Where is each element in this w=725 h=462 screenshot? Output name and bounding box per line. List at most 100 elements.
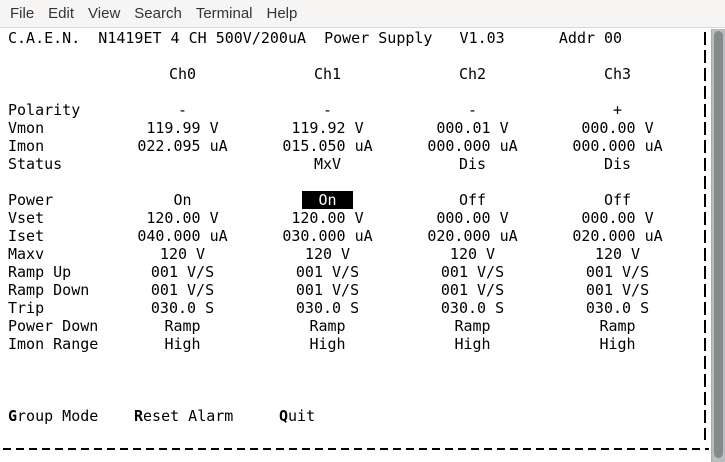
trip-ch0[interactable]: 030.0 S — [150, 299, 215, 317]
status-ch1: MxV — [313, 155, 342, 173]
imon-range-ch2[interactable]: High — [454, 335, 491, 353]
maxv-ch2[interactable]: 120 V — [449, 245, 496, 263]
menu-bar: File Edit View Search Terminal Help — [0, 0, 725, 28]
iset-ch3[interactable]: 020.000 uA — [572, 227, 663, 245]
row-label: Vmon — [8, 119, 45, 137]
command-quit[interactable]: Quit — [279, 407, 316, 425]
menu-search[interactable]: Search — [134, 5, 182, 22]
scrollbar-track[interactable] — [711, 29, 725, 462]
ramp-down-ch0[interactable]: 001 V/S — [150, 281, 215, 299]
power-down-ch2[interactable]: Ramp — [454, 317, 491, 335]
horizontal-dashed-line — [3, 448, 709, 450]
vmon-ch1: 119.92 V — [291, 119, 364, 137]
table-row-vset: Vset 120.00 V 120.00 V 000.00 V 000.00 V — [0, 209, 725, 227]
power-down-ch3[interactable]: Ramp — [599, 317, 636, 335]
maxv-ch0[interactable]: 120 V — [159, 245, 206, 263]
power-down-ch1[interactable]: Ramp — [309, 317, 346, 335]
menu-terminal[interactable]: Terminal — [195, 5, 253, 22]
trip-ch3[interactable]: 030.0 S — [585, 299, 650, 317]
ramp-up-ch3[interactable]: 001 V/S — [585, 263, 650, 281]
menu-help[interactable]: Help — [266, 5, 298, 22]
table-row-status: Status MxV Dis Dis — [0, 155, 725, 173]
status-ch2: Dis — [458, 155, 487, 173]
hotkey: R — [134, 407, 144, 425]
menu-edit[interactable]: Edit — [48, 5, 75, 22]
header-ch2: Ch2 — [458, 65, 487, 83]
hotkey: G — [8, 407, 18, 425]
imon-ch0: 022.095 uA — [137, 137, 228, 155]
polarity-ch1: - — [322, 101, 333, 119]
header-ch3: Ch3 — [603, 65, 632, 83]
scrollbar-thumb[interactable] — [714, 31, 723, 458]
table-row-ramp-down: Ramp Down 001 V/S 001 V/S 001 V/S 001 V/… — [0, 281, 725, 299]
table-row-ramp-up: Ramp Up 001 V/S 001 V/S 001 V/S 001 V/S — [0, 263, 725, 281]
power-down-ch0[interactable]: Ramp — [164, 317, 201, 335]
vertical-dashed-border — [704, 32, 706, 440]
maxv-ch1[interactable]: 120 V — [304, 245, 351, 263]
row-label: Ramp Down — [8, 281, 90, 299]
power-ch0[interactable]: On — [173, 191, 192, 209]
ramp-down-ch1[interactable]: 001 V/S — [295, 281, 360, 299]
menu-file[interactable]: File — [10, 5, 35, 22]
imon-ch1: 015.050 uA — [282, 137, 373, 155]
vset-ch2[interactable]: 000.00 V — [436, 209, 509, 227]
trip-ch2[interactable]: 030.0 S — [440, 299, 505, 317]
table-row-power-down: Power Down Ramp Ramp Ramp Ramp — [0, 317, 725, 335]
row-label: Power — [8, 191, 54, 209]
table-row-iset: Iset 040.000 uA 030.000 uA 020.000 uA 02… — [0, 227, 725, 245]
table-row-trip: Trip 030.0 S 030.0 S 030.0 S 030.0 S — [0, 299, 725, 317]
header-ch1: Ch1 — [313, 65, 342, 83]
vmon-ch0: 119.99 V — [146, 119, 219, 137]
power-ch1[interactable]: On — [255, 191, 400, 209]
header-ch0: Ch0 — [168, 65, 197, 83]
imon-range-ch3[interactable]: High — [599, 335, 636, 353]
row-label: Imon Range — [8, 335, 99, 353]
polarity-ch0: - — [177, 101, 188, 119]
ramp-down-ch2[interactable]: 001 V/S — [440, 281, 505, 299]
ramp-up-ch0[interactable]: 001 V/S — [150, 263, 215, 281]
table-row-power: Power On On Off Off — [0, 191, 725, 209]
row-label: Maxv — [8, 245, 45, 263]
status-ch0 — [110, 155, 255, 173]
terminal-screen: C.A.E.N. N1419ET 4 CH 500V/200uA Power S… — [0, 29, 725, 462]
cursor-highlight[interactable]: On — [302, 191, 353, 209]
polarity-ch2: - — [467, 101, 478, 119]
table-row-vmon: Vmon 119.99 V 119.92 V 000.01 V 000.00 V — [0, 119, 725, 137]
vset-ch3[interactable]: 000.00 V — [581, 209, 654, 227]
table-row-imon: Imon 022.095 uA 015.050 uA 000.000 uA 00… — [0, 137, 725, 155]
command-reset-alarm[interactable]: Reset Alarm — [134, 407, 234, 425]
separator-row — [0, 448, 725, 462]
vmon-ch3: 000.00 V — [581, 119, 654, 137]
maxv-ch3[interactable]: 120 V — [594, 245, 641, 263]
row-label: Polarity — [8, 101, 81, 119]
row-label: Ramp Up — [8, 263, 72, 281]
row-label: Trip — [8, 299, 45, 317]
power-ch2[interactable]: Off — [458, 191, 487, 209]
status-ch3: Dis — [603, 155, 632, 173]
ramp-up-ch2[interactable]: 001 V/S — [440, 263, 505, 281]
vset-ch1[interactable]: 120.00 V — [291, 209, 364, 227]
command-group-mode[interactable]: Group Mode — [8, 407, 99, 425]
row-label: Status — [8, 155, 63, 173]
power-ch3[interactable]: Off — [603, 191, 632, 209]
iset-ch1[interactable]: 030.000 uA — [282, 227, 373, 245]
imon-ch3: 000.000 uA — [572, 137, 663, 155]
channel-header-row: Ch0 Ch1 Ch2 Ch3 — [0, 65, 725, 83]
table-row-imon-range: Imon Range High High High High — [0, 335, 725, 353]
ramp-down-ch3[interactable]: 001 V/S — [585, 281, 650, 299]
ramp-up-ch1[interactable]: 001 V/S — [295, 263, 360, 281]
imon-ch2: 000.000 uA — [427, 137, 518, 155]
row-label: Iset — [8, 227, 45, 245]
command-menu: Group Mode Reset Alarm Quit — [0, 407, 725, 425]
iset-ch0[interactable]: 040.000 uA — [137, 227, 228, 245]
row-label: Power Down — [8, 317, 99, 335]
vmon-ch2: 000.01 V — [436, 119, 509, 137]
trip-ch1[interactable]: 030.0 S — [295, 299, 360, 317]
iset-ch2[interactable]: 020.000 uA — [427, 227, 518, 245]
table-row-polarity: Polarity - - - + — [0, 101, 725, 119]
vset-ch0[interactable]: 120.00 V — [146, 209, 219, 227]
menu-view[interactable]: View — [88, 5, 121, 22]
row-label: Imon — [8, 137, 45, 155]
imon-range-ch0[interactable]: High — [164, 335, 201, 353]
imon-range-ch1[interactable]: High — [309, 335, 346, 353]
